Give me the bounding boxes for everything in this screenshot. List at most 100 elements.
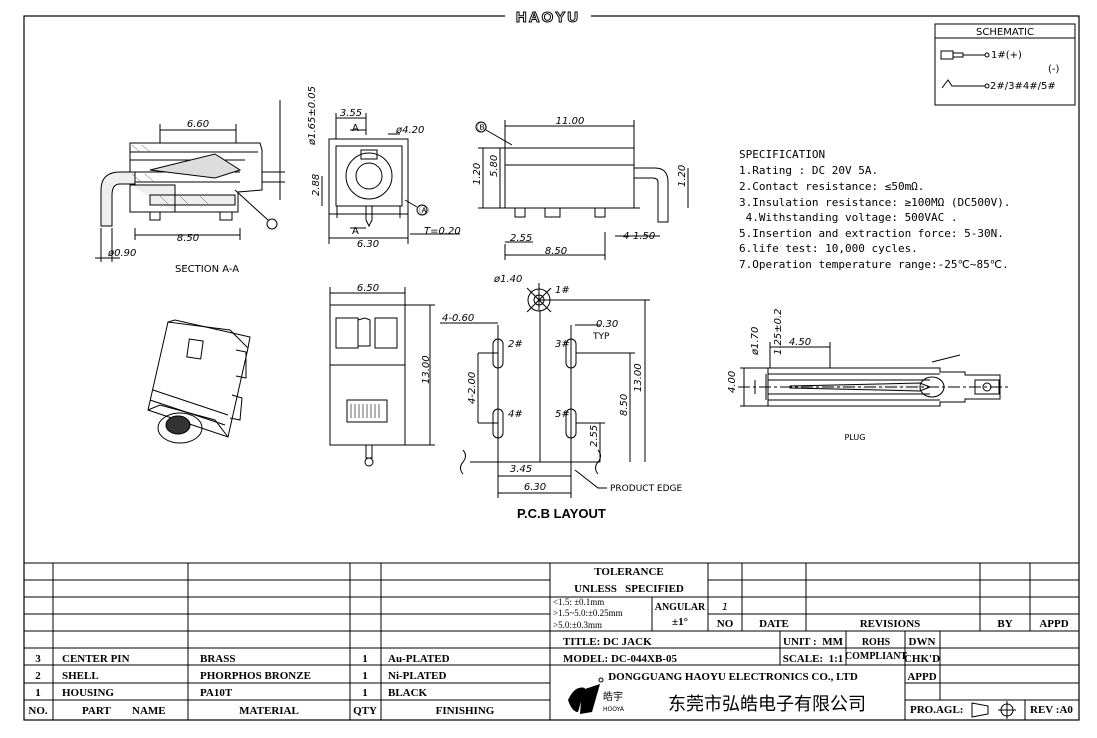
projection-cone-icon [971, 702, 989, 718]
pin-icon [940, 50, 954, 60]
bom-cell: Ni-PLATED [388, 670, 447, 682]
rev-header: APPD [1039, 618, 1068, 630]
spec-item: 3.Insulation resistance: ≥100MΩ (DC500V)… [739, 196, 1011, 209]
dim-label: 0.30 [596, 319, 618, 330]
dim-label: 3.55 [340, 108, 362, 119]
pcb-layout-title: P.C.B LAYOUT [517, 506, 606, 521]
angular-value: ±1° [672, 616, 688, 628]
side-view [475, 120, 689, 260]
section-mark: A [352, 226, 359, 237]
revision-label: REV :A0 [1030, 704, 1073, 716]
bom-cell: BLACK [388, 687, 428, 699]
bom-cell: SHELL [62, 670, 99, 682]
dim-label: TYP [592, 332, 610, 342]
tolerance-title: TOLERANCE [594, 566, 663, 578]
drawing-title: TITLE: DC JACK [563, 636, 652, 648]
schematic-title: SCHEMATIC [976, 27, 1034, 38]
chkd-label: CHK'D [904, 653, 940, 665]
spec-title: SPECIFICATION [739, 148, 825, 161]
rev-header: BY [997, 618, 1012, 630]
bom-header: NO. [28, 705, 48, 717]
dim-label: ø1.70 [750, 327, 761, 356]
dwn-label: DWN [909, 636, 936, 648]
bom-header: MATERIAL [239, 705, 299, 717]
pin-label: 3# [555, 339, 570, 350]
dim-label: 1.20 [677, 165, 688, 187]
dim-label: 6.50 [357, 283, 379, 294]
dim-label: 6.30 [357, 239, 379, 250]
bom-header: FINISHING [436, 705, 495, 717]
spec-item: 6.life test: 10,000 cycles. [739, 242, 918, 255]
pin-label: 1# [555, 285, 570, 296]
title-block-grid [24, 562, 1079, 720]
bom-cell: PHORPHOS BRONZE [200, 670, 311, 682]
bom-cell: 1 [35, 687, 41, 699]
spec-item: 2.Contact resistance: ≤50mΩ. [739, 180, 924, 193]
dim-label: 5.80 [489, 155, 500, 177]
spec-item: 5.Insertion and extraction force: 5-30N. [739, 227, 1004, 240]
angular-label: ANGULAR [655, 602, 706, 613]
pin-label: 4# [508, 409, 523, 420]
bottom-view [329, 287, 435, 467]
title-block: TITLE: DC JACK MODEL: DC-044XB-05 UNIT :… [563, 636, 1073, 719]
dim-label: 4-2.00 [467, 372, 478, 404]
spec-item: 1.Rating : DC 20V 5A. [739, 164, 878, 177]
pcb-layout [440, 283, 650, 498]
dim-label: T=0.20 [424, 226, 461, 237]
bom-cell: Au-PLATED [388, 653, 450, 665]
bom-cell: PA10T [200, 687, 233, 699]
dim-label: 2.55 [589, 425, 600, 447]
bom-cell: 1 [362, 653, 368, 665]
dim-label: 4.00 [727, 371, 738, 393]
dim-label: 2.55 [510, 233, 532, 244]
brand-header: HAOYU [505, 9, 591, 27]
rohs-label: COMPLIANT [845, 651, 908, 662]
tolerance-range: >5.0:±0.3mm [553, 620, 602, 630]
dim-label: 3.45 [510, 464, 532, 475]
bom-cell: 1 [362, 670, 368, 682]
schematic-box: SCHEMATIC 1#(+) 2#/3#4#/5# (-) [934, 23, 1076, 106]
dim-label: 4-1.50 [623, 231, 655, 242]
appd-label: APPD [907, 671, 936, 683]
dim-label: ø0.90 [107, 248, 136, 259]
company-name-en: DONGGUANG HAOYU ELECTRONICS CO., LTD [608, 671, 858, 683]
brand-title: HAOYU [516, 9, 580, 26]
rev-header: REVISIONS [860, 618, 921, 630]
rev-row-no: 1 [722, 602, 728, 613]
bom-header: QTY [353, 705, 377, 717]
dim-label: 13.00 [421, 355, 432, 384]
dim-label: 13.00 [633, 363, 644, 392]
dim-label: 1.25±0.2 [773, 308, 784, 355]
schematic-pin-pos: 1#(+) [991, 50, 1022, 61]
rohs-label: ROHS [862, 637, 891, 648]
dim-label: 11.00 [556, 116, 585, 127]
scale-label: SCALE: 1:1 [783, 653, 844, 665]
tolerance-block: TOLERANCE UNLESS SPECIFIED <1.5: ±0.1mm … [553, 566, 1069, 630]
marker-b: Ⓑ [477, 122, 487, 134]
spring-contact-icon [941, 79, 985, 89]
dim-label: 6.60 [187, 119, 209, 130]
pin-label: 5# [555, 409, 570, 420]
tolerance-range: <1.5: ±0.1mm [553, 597, 604, 607]
bom-header: NAME [132, 705, 166, 717]
tolerance-range: >1.5~5.0:±0.25mm [553, 608, 623, 618]
bom-cell: HOUSING [62, 687, 114, 699]
model-number: MODEL: DC-044XB-05 [563, 653, 677, 665]
marker-a: Ⓐ [419, 205, 429, 217]
logo-cn: 皓宇 [603, 690, 623, 703]
pin-label: 2# [508, 339, 523, 350]
plug-view [738, 342, 1010, 407]
dim-label: 8.50 [619, 394, 630, 416]
section-mark: A [352, 123, 359, 134]
dim-label: ø4.20 [395, 125, 424, 136]
unit-label: UNIT : MM [783, 636, 844, 648]
spec-item: 4.Withstanding voltage: 500VAC . [739, 211, 958, 224]
dim-label: 8.50 [545, 246, 567, 257]
bom-table: 3 CENTER PIN BRASS 1 Au-PLATED 2 SHELL P… [28, 653, 494, 717]
specification-block: SPECIFICATION 1.Rating : DC 20V 5A. 2.Co… [739, 148, 1011, 271]
front-view [321, 113, 460, 244]
bom-cell: BRASS [200, 653, 235, 665]
projection-label: PRO.AGL: [910, 704, 963, 716]
tolerance-subtitle: UNLESS SPECIFIED [574, 583, 684, 595]
